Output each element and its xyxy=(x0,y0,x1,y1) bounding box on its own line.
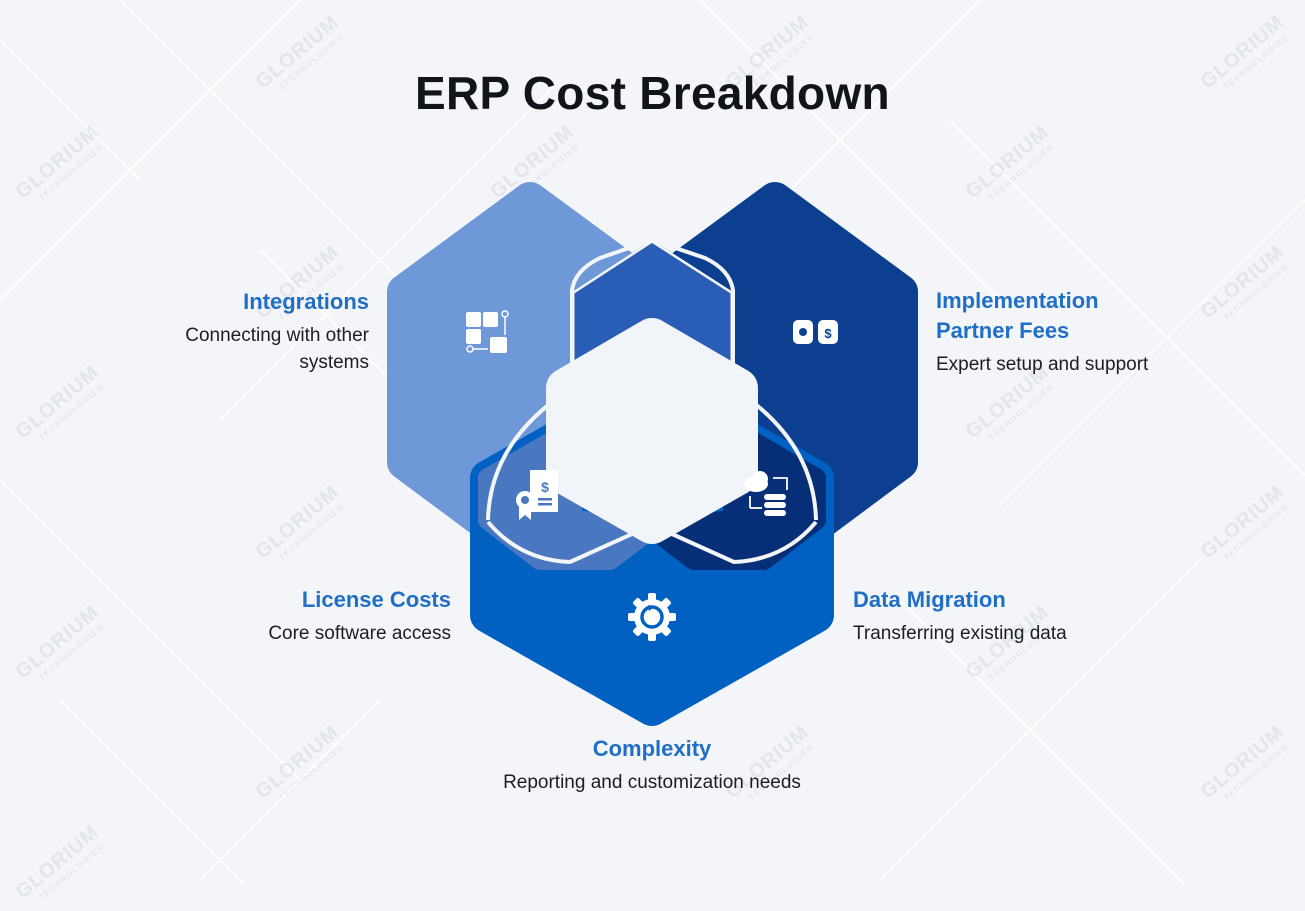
license-label: License Costs Core software access xyxy=(200,585,451,647)
implementation-description: Expert setup and support xyxy=(936,354,1149,375)
implementation-title: Implementation Partner Fees xyxy=(936,288,1099,343)
center-hexagon xyxy=(566,338,738,524)
hexagon-diagram: $ $ xyxy=(0,0,1305,885)
integrations-label: Integrations Connecting with other syste… xyxy=(120,287,369,376)
integrations-description: Connecting with other systems xyxy=(185,325,369,373)
implementation-label: Implementation Partner Fees Expert setup… xyxy=(936,286,1196,378)
cloud-database-sync-icon xyxy=(744,471,788,516)
puzzle-connect-icon xyxy=(466,310,509,353)
svg-text:$: $ xyxy=(541,479,549,495)
migration-title: Data Migration xyxy=(853,587,1006,612)
complexity-description: Reporting and customization needs xyxy=(503,772,801,793)
gear-refresh-icon xyxy=(628,593,676,641)
svg-text:$: $ xyxy=(824,326,832,341)
certificate-dollar-icon: $ xyxy=(516,470,558,520)
complexity-title: Complexity xyxy=(592,736,712,761)
license-description: Core software access xyxy=(268,623,451,644)
complexity-label: Complexity Reporting and customization n… xyxy=(502,734,802,796)
migration-description: Transferring existing data xyxy=(853,623,1067,644)
idea-dollar-puzzle-icon: $ xyxy=(793,320,838,344)
license-title: License Costs xyxy=(301,587,451,612)
migration-label: Data Migration Transferring existing dat… xyxy=(853,585,1133,647)
integrations-title: Integrations xyxy=(243,289,369,314)
page-title: ERP Cost Breakdown xyxy=(415,67,890,119)
